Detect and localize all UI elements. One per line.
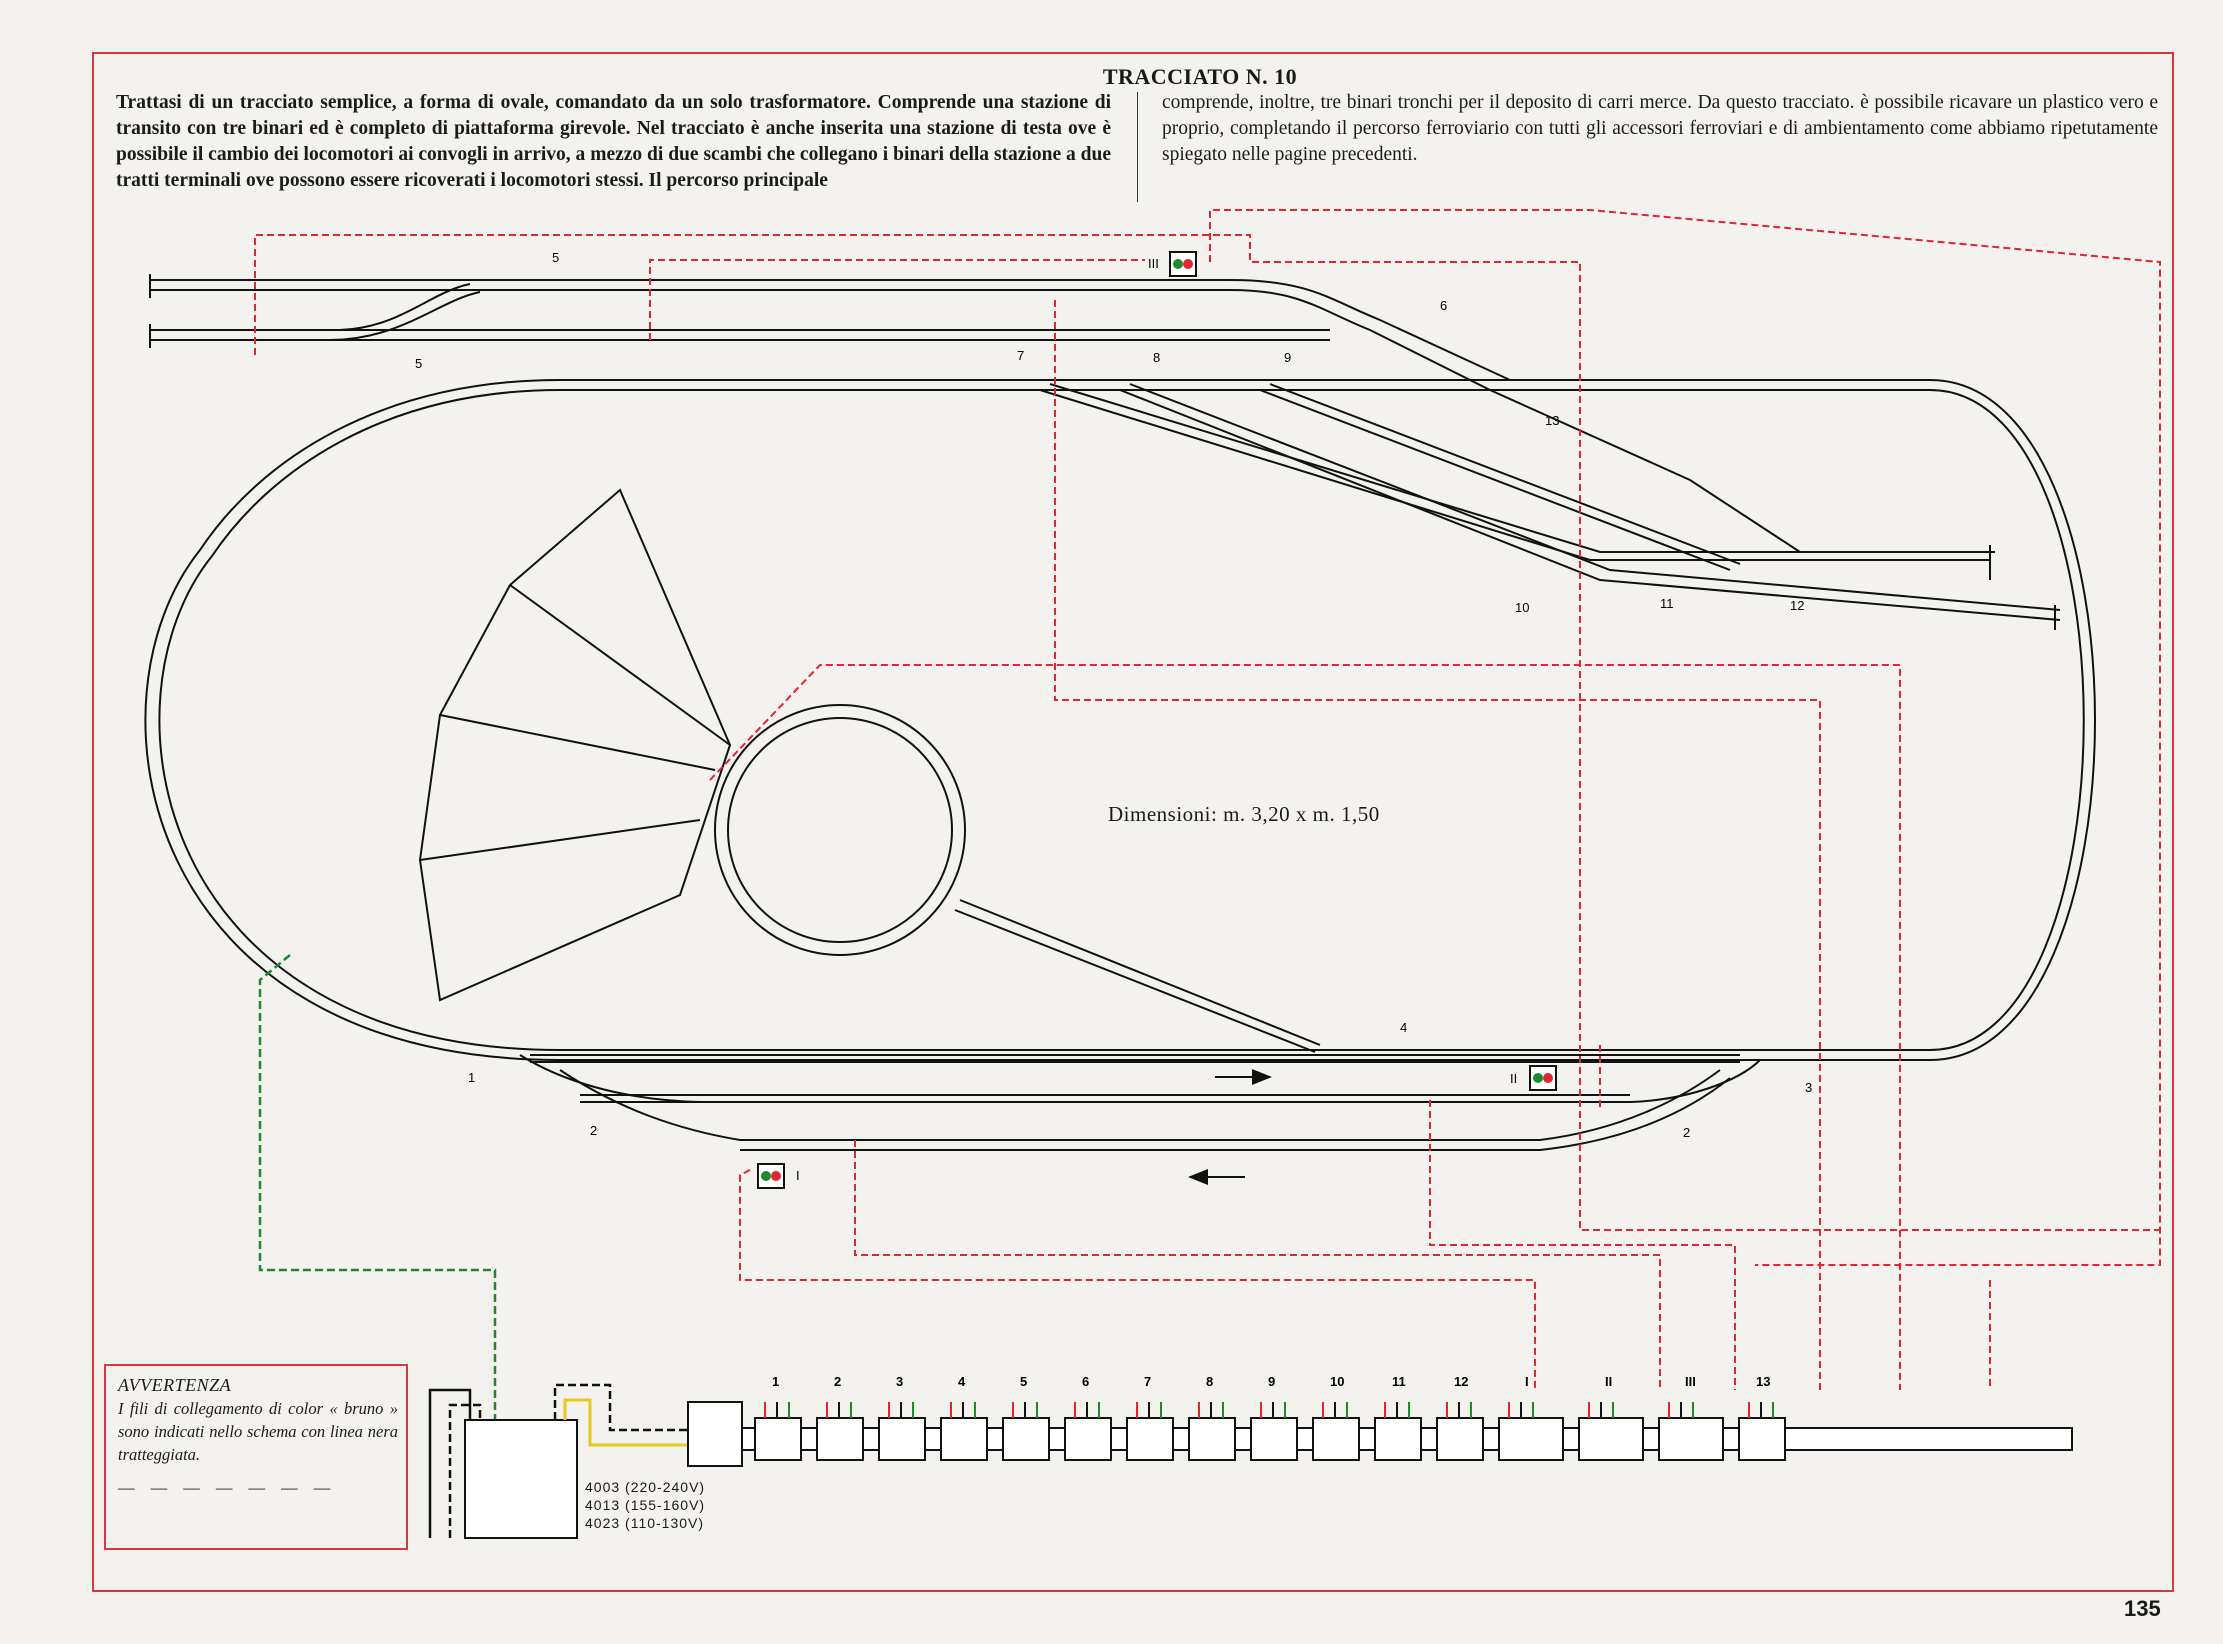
transit-station-branches bbox=[1039, 383, 2061, 630]
switch-6-label: 6 bbox=[1440, 298, 1447, 313]
panel-unit-label: 12 bbox=[1454, 1374, 1468, 1389]
transformer-models: 4003 (220-240V) 4013 (155-160V) 4023 (11… bbox=[585, 1478, 705, 1532]
turntable bbox=[714, 704, 1321, 1053]
switch-11-label: 11 bbox=[1660, 596, 1674, 611]
panel-unit-label: 11 bbox=[1392, 1374, 1406, 1389]
panel-unit-label: 8 bbox=[1206, 1374, 1213, 1389]
warning-text: I fili di collegamento di color « bruno … bbox=[118, 1399, 398, 1464]
switch-2a-label: 2 bbox=[590, 1123, 597, 1138]
panel-unit-label: 4 bbox=[958, 1374, 966, 1389]
switch-7-label: 7 bbox=[1017, 348, 1024, 363]
panel-unit-7: 7 bbox=[1126, 1374, 1174, 1461]
signal-I-label: I bbox=[796, 1168, 800, 1183]
panel-unit-label: 6 bbox=[1082, 1374, 1089, 1389]
panel-unit-label: 7 bbox=[1144, 1374, 1151, 1389]
intro-right-paragraph: comprende, inoltre, tre binari tronchi p… bbox=[1162, 92, 2158, 165]
panel-unit-label: 5 bbox=[1020, 1374, 1027, 1389]
panel-unit-10: 10 bbox=[1312, 1374, 1360, 1461]
page-title: TRACCIATO N. 10 bbox=[1102, 64, 1298, 89]
intro-text-right: comprende, inoltre, tre binari tronchi p… bbox=[1162, 90, 2158, 168]
transformer-model-1: 4003 (220-240V) bbox=[585, 1479, 706, 1495]
panel-unit-9: 9 bbox=[1250, 1374, 1298, 1461]
warning-title: AVVERTENZA bbox=[118, 1375, 232, 1395]
switch-2b-label: 2 bbox=[1683, 1125, 1690, 1140]
panel-unit-4: 4 bbox=[940, 1374, 988, 1461]
panel-unit-label: 13 bbox=[1756, 1374, 1770, 1389]
switch-4-label: 4 bbox=[1400, 1020, 1407, 1035]
warning-dashed-line: — — — — — — — bbox=[118, 1478, 337, 1497]
panel-unit-3: 3 bbox=[878, 1374, 926, 1461]
switch-12-label: 12 bbox=[1790, 598, 1804, 613]
page-number: 135 bbox=[2124, 1596, 2161, 1621]
signal-II-label: II bbox=[1510, 1071, 1517, 1086]
power-wires bbox=[258, 954, 497, 1420]
panel-unit-III: III bbox=[1658, 1374, 1724, 1461]
panel-unit-5: 5 bbox=[1002, 1374, 1050, 1461]
panel-unit-label: 10 bbox=[1330, 1374, 1344, 1389]
panel-unit-12: 12 bbox=[1436, 1374, 1484, 1461]
transformer bbox=[464, 1419, 578, 1539]
dimensions-label: Dimensioni: m. 3,20 x m. 1,50 bbox=[1108, 802, 1380, 826]
switch-1-label: 1 bbox=[468, 1070, 475, 1085]
bottom-station-tracks bbox=[519, 1054, 1761, 1151]
yellow-wire bbox=[563, 1398, 690, 1447]
panel-unit-label: II bbox=[1605, 1374, 1612, 1389]
head-station-tracks bbox=[149, 274, 1511, 391]
main-oval-track bbox=[144, 379, 2096, 1061]
panel-unit-label: 3 bbox=[896, 1374, 903, 1389]
panel-unit-label: III bbox=[1685, 1374, 1696, 1389]
switch-8-label: 8 bbox=[1153, 350, 1160, 365]
switch-13-top-label: 13 bbox=[1545, 413, 1559, 428]
switch-5b-label: 5 bbox=[415, 356, 422, 371]
warning-box: AVVERTENZA I fili di collegamento di col… bbox=[104, 1364, 408, 1550]
signal-III-label: III bbox=[1148, 256, 1159, 271]
intro-text-left: Trattasi di un tracciato semplice, a for… bbox=[116, 90, 1111, 194]
switch-3-label: 3 bbox=[1805, 1080, 1812, 1095]
brown-wires bbox=[428, 1383, 690, 1538]
transformer-model-3: 4023 (110-130V) bbox=[585, 1515, 705, 1531]
panel-unit-13: 13 bbox=[1738, 1374, 1786, 1461]
panel-unit-1: 1 bbox=[754, 1374, 802, 1461]
panel-unit-II: II bbox=[1578, 1374, 1644, 1461]
panel-unit-label: 2 bbox=[834, 1374, 841, 1389]
intro-left-paragraph: Trattasi di un tracciato semplice, a for… bbox=[116, 92, 1111, 191]
signal-II: II bbox=[1510, 1065, 1557, 1091]
switch-5a-label: 5 bbox=[552, 250, 559, 265]
signal-I: I bbox=[757, 1163, 800, 1189]
switch-10-label: 10 bbox=[1515, 600, 1529, 615]
panel-unit-11: 11 bbox=[1374, 1374, 1422, 1461]
panel-unit-label: 9 bbox=[1268, 1374, 1275, 1389]
signal-III: III bbox=[1148, 251, 1197, 277]
panel-unit-2: 2 bbox=[816, 1374, 864, 1461]
signal-wires bbox=[254, 209, 2161, 1390]
column-divider bbox=[1137, 92, 1138, 202]
panel-unit-8: 8 bbox=[1188, 1374, 1236, 1461]
roundhouse bbox=[418, 488, 732, 1002]
switch-labels: 5 5 6 7 8 9 13 10 11 12 4 1 2 2 3 bbox=[415, 250, 1812, 1140]
panel-unit-label: I bbox=[1525, 1374, 1529, 1389]
page-frame bbox=[92, 52, 2174, 1592]
transformer-model-2: 4013 (155-160V) bbox=[585, 1497, 706, 1513]
panel-unit-label: 1 bbox=[772, 1374, 779, 1389]
panel-unit-I: I bbox=[1498, 1374, 1564, 1461]
switch-9-label: 9 bbox=[1284, 350, 1291, 365]
panel-unit-6: 6 bbox=[1064, 1374, 1112, 1461]
